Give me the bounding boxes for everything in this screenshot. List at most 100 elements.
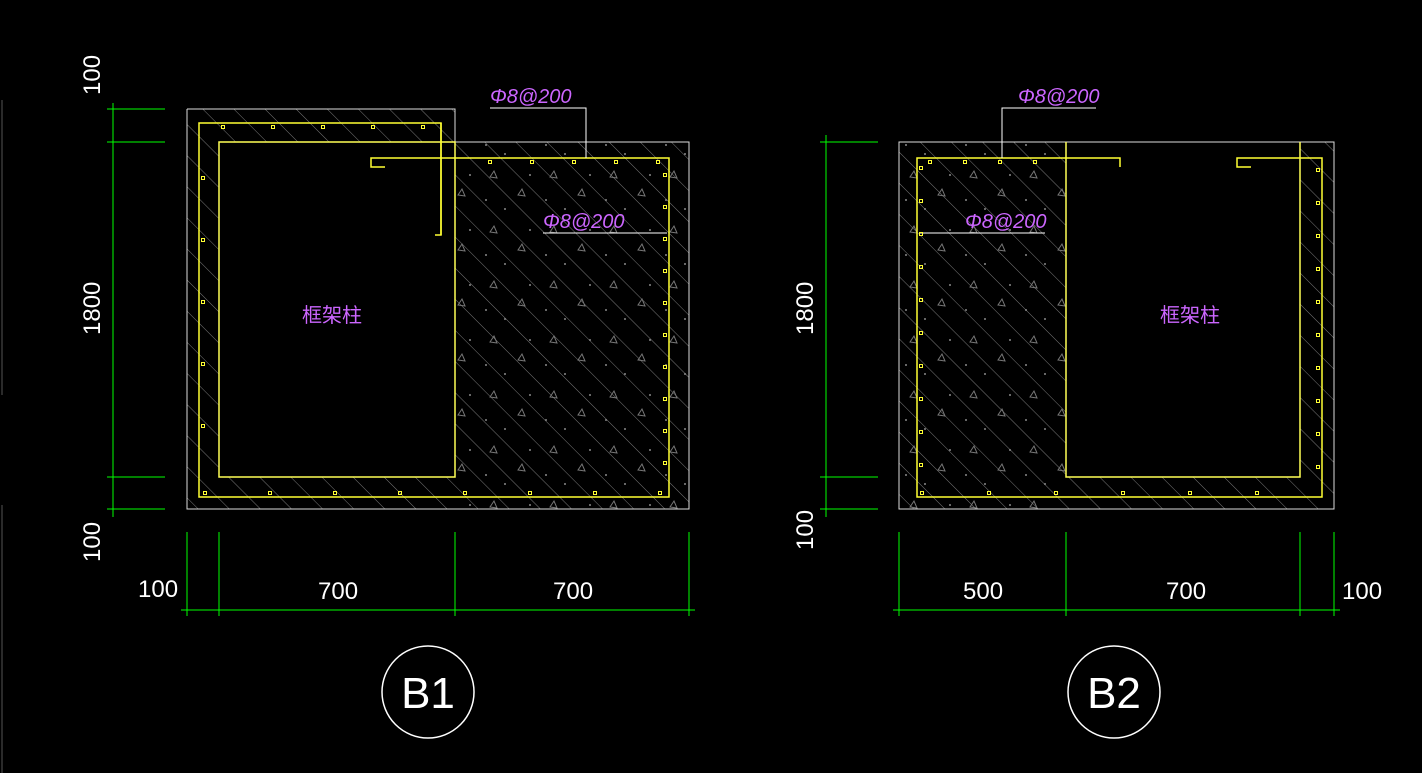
rebar-dot [1255, 491, 1259, 495]
b2-rebar-top-label: Φ8@200 [1018, 86, 1100, 108]
rebar-dot [663, 461, 667, 465]
b1-leader-top [490, 107, 587, 158]
b1-dim-bottom-1: 100 [138, 576, 178, 603]
b2-speckle-area [899, 142, 1066, 509]
rebar-dot [919, 397, 923, 401]
drawing-b1: Φ8@200 Φ8@200 框架柱 100 1800 100 100 700 7… [79, 55, 695, 739]
rebar-dot [1033, 160, 1037, 164]
rebar-dot [1316, 267, 1320, 271]
b1-rebar-top-label: Φ8@200 [490, 86, 572, 108]
rebar-dot [614, 160, 618, 164]
rebar-dot [963, 160, 967, 164]
b2-leader-top [1001, 107, 1096, 158]
rebar-dot [919, 166, 923, 170]
rebar-dot [663, 397, 667, 401]
b2-outline [898, 141, 1335, 510]
rebar-dot [572, 160, 576, 164]
rebar-dot [530, 160, 534, 164]
rebar-dot [1316, 333, 1320, 337]
b2-dim-left-main: 1800 [792, 282, 819, 335]
rebar-dot [203, 491, 207, 495]
rebar-dot [1316, 366, 1320, 370]
b1-speckle-area [455, 142, 689, 509]
b1-column-void [219, 142, 455, 477]
b2-dim-bottom-3: 100 [1342, 578, 1382, 605]
rebar-dot [271, 125, 275, 129]
b2-dim-bottom-2: 700 [1166, 578, 1206, 605]
rebar-dot [658, 491, 662, 495]
rebar-dot [398, 491, 402, 495]
rebar-dot [919, 232, 923, 236]
rebar-dot [201, 238, 205, 242]
b1-dim-left-main: 1800 [79, 282, 106, 335]
rebar-dot [663, 333, 667, 337]
b2-rebar-inner-label: Φ8@200 [965, 211, 1047, 233]
rebar-dot [1316, 201, 1320, 205]
rebar-dot [919, 430, 923, 434]
rebar-dot [593, 491, 597, 495]
rebar-dot [919, 331, 923, 335]
rebar-dot [663, 205, 667, 209]
b2-column-label: 框架柱 [1160, 303, 1220, 327]
rebar-dot [920, 491, 924, 495]
rebar-dot [919, 463, 923, 467]
rebar-dot [1316, 399, 1320, 403]
rebar-dot [663, 365, 667, 369]
rebar-dot [1316, 465, 1320, 469]
b1-dim-bottom-3: 700 [553, 578, 593, 605]
b1-rebar-hook [435, 123, 442, 236]
b1-rebar-inner-label: Φ8@200 [543, 211, 625, 233]
rebar-dot [663, 237, 667, 241]
b2-dim-bottom-1: 500 [963, 578, 1003, 605]
b1-dim-bottom-2: 700 [318, 578, 358, 605]
b1-badge-circle [381, 645, 475, 739]
rebar-dot [333, 491, 337, 495]
rebar-dot [1188, 491, 1192, 495]
b2-rebar-outer-left [916, 157, 1323, 498]
rebar-dot [1121, 491, 1125, 495]
rebar-dot [663, 301, 667, 305]
b2-badge-label: B2 [1087, 669, 1141, 718]
rebar-dot [928, 160, 932, 164]
rebar-dot [488, 160, 492, 164]
rebar-dot [1316, 432, 1320, 436]
b1-outline [186, 108, 690, 510]
rebar-dot [1316, 300, 1320, 304]
rebar-dot [919, 364, 923, 368]
rebar-dot [1054, 491, 1058, 495]
rebar-dot [919, 199, 923, 203]
rebar-dot [919, 298, 923, 302]
b1-rebar-outer [198, 122, 670, 498]
rebar-dot [268, 491, 272, 495]
rebar-dot [371, 125, 375, 129]
rebar-dot [201, 176, 205, 180]
rebar-dot [201, 300, 205, 304]
b1-dim-left-bottom: 100 [79, 522, 106, 562]
rebar-dot [321, 125, 325, 129]
rebar-dot [1316, 168, 1320, 172]
b1-column [218, 141, 456, 478]
rebar-dot [201, 362, 205, 366]
rebar-dot [221, 125, 225, 129]
b2-badge-circle [1067, 645, 1161, 739]
b1-badge-label: B1 [401, 669, 455, 718]
rebar-dot [656, 160, 660, 164]
rebar-dot [919, 265, 923, 269]
rebar-dot [463, 491, 467, 495]
b2-dim-left-bottom: 100 [792, 510, 819, 550]
rebar-dot [663, 269, 667, 273]
rebar-dot [998, 160, 1002, 164]
rebar-dots [201, 125, 1320, 495]
b1-column-label: 框架柱 [302, 303, 362, 327]
rebar-dot [201, 424, 205, 428]
rebar-dot [663, 429, 667, 433]
b2-column [1065, 142, 1301, 478]
rebar-dot [421, 125, 425, 129]
rebar-dot [987, 491, 991, 495]
b2-column-void [1066, 142, 1300, 477]
rebar-dot [663, 173, 667, 177]
rebar-dot [1316, 234, 1320, 238]
rebar-dot [528, 491, 532, 495]
b1-dim-left-top: 100 [79, 55, 106, 95]
